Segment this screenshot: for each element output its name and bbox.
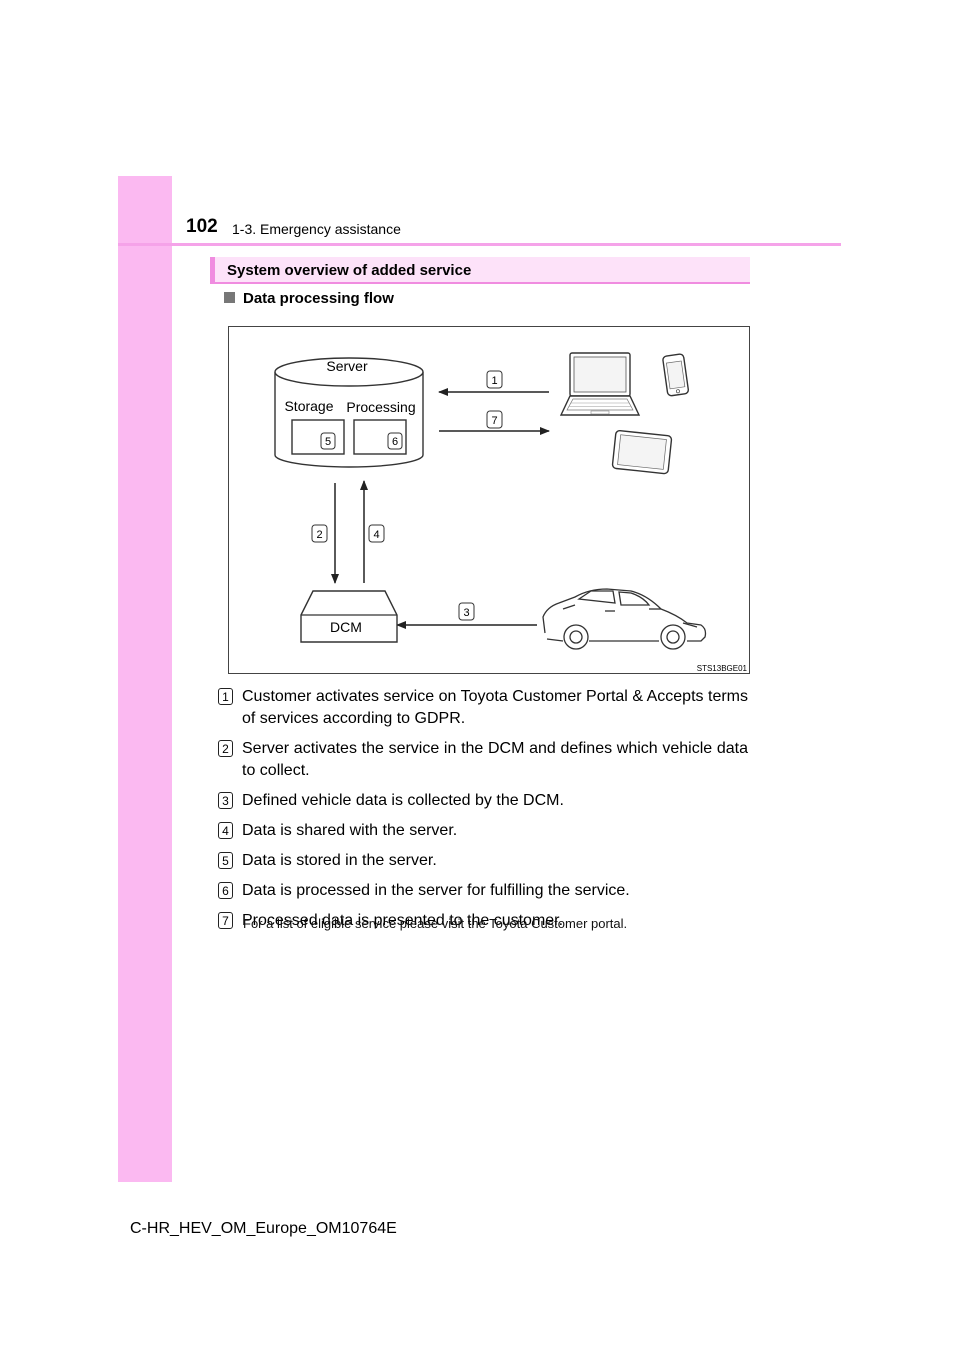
step-3: 3 Defined vehicle data is collected by th… [218,790,748,812]
page-number: 102 [186,216,218,237]
step-number-badge: 6 [218,882,233,899]
marker-5: 5 [320,432,336,450]
step-6: 6 Data is processed in the server for ful… [218,880,748,902]
steps-list: 1 Customer activates service on Toyota Cu… [218,686,748,940]
step-text: Server activates the service in the DCM … [242,740,748,779]
marker-4: 4 [368,524,385,543]
svg-text:2: 2 [316,529,322,541]
section-title: System overview of added service [227,262,472,279]
subheading-text: Data processing flow [243,290,394,307]
step-number-badge: 3 [218,792,233,809]
step-text: Data is stored in the server. [242,852,437,869]
subheading: Data processing flow [224,290,394,307]
step-text: Processed data is presented to the custo… [242,912,564,929]
step-1: 1 Customer activates service on Toyota Cu… [218,686,748,730]
section-header: System overview of added service [210,257,750,284]
car-icon [542,588,707,650]
data-flow-diagram: Server Storage Processing 5 6 1 7 2 4 3 … [228,326,750,674]
svg-text:5: 5 [325,436,331,448]
step-number-badge: 7 [218,912,233,929]
svg-text:3: 3 [463,607,469,619]
step-7: 7 Processed data is presented to the cust… [218,910,748,932]
step-5: 5 Data is stored in the server. [218,850,748,872]
step-text: Data is shared with the server. [242,822,458,839]
step-4: 4 Data is shared with the server. [218,820,748,842]
square-bullet-icon [224,292,235,303]
svg-text:7: 7 [491,415,497,427]
step-number-badge: 5 [218,852,233,869]
storage-label: Storage [284,398,333,414]
side-tab-bar [118,176,172,1182]
svg-text:1: 1 [491,375,497,387]
laptop-icon [559,352,641,416]
marker-2: 2 [311,524,328,543]
step-text: Data is processed in the server for fulf… [242,882,630,899]
server-label: Server [326,358,368,374]
step-number-badge: 1 [218,688,233,705]
document-id: C-HR_HEV_OM_Europe_OM10764E [130,1220,397,1237]
footnote: For a list of eligible service please vi… [243,916,628,931]
svg-text:4: 4 [373,529,379,541]
chapter-title: 1-3. Emergency assistance [232,221,401,237]
svg-text:6: 6 [392,436,398,448]
storage-box [291,419,345,455]
dcm-label: DCM [330,619,362,635]
step-text: Defined vehicle data is collected by the… [242,792,564,809]
step-text: Customer activates service on Toyota Cus… [242,688,748,727]
step-number-badge: 2 [218,740,233,757]
smartphone-icon [662,353,689,397]
marker-6: 6 [387,432,403,450]
marker-7: 7 [486,410,503,429]
header-divider [118,243,841,246]
tablet-icon [611,429,673,475]
diagram-canvas: Server Storage Processing 5 6 1 7 2 4 3 … [274,352,748,673]
marker-1: 1 [486,370,503,389]
marker-3: 3 [458,602,475,621]
figure-code: STS13BGE01 [697,664,748,673]
processing-label: Processing [346,399,415,415]
step-2: 2 Server activates the service in the DCM… [218,738,748,782]
step-number-badge: 4 [218,822,233,839]
